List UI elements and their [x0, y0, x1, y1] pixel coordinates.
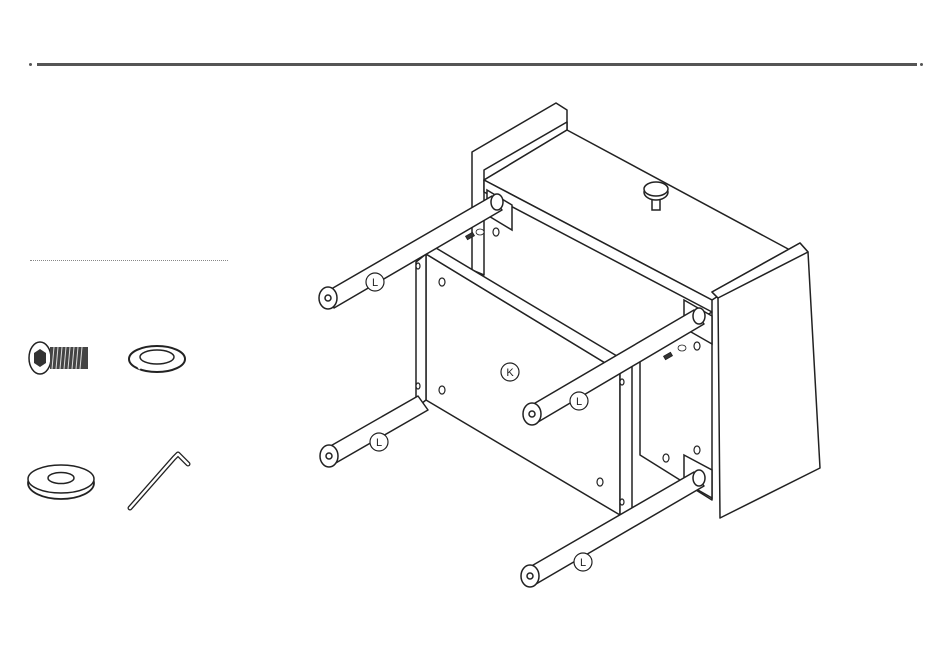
callout-l1: L: [372, 277, 378, 289]
callout-l2: L: [376, 437, 382, 449]
callout-l3: L: [576, 396, 582, 408]
callout-k: K: [506, 367, 514, 379]
callout-l4: L: [580, 557, 586, 569]
leg-2: [320, 396, 428, 467]
